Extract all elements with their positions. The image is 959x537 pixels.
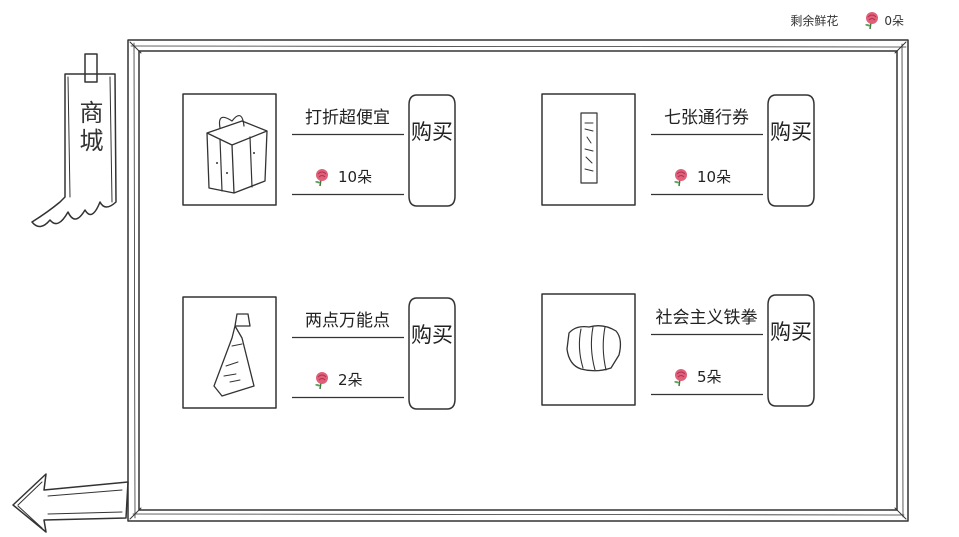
item-price: 10朵 <box>671 166 731 187</box>
rose-icon <box>674 168 687 186</box>
item-price: 10朵 <box>312 166 372 187</box>
currency-label: 剩余鲜花 <box>790 13 839 28</box>
buy-button-frame <box>767 94 815 207</box>
shop-title: 商城 <box>75 100 103 156</box>
iron-fist-icon <box>541 293 636 406</box>
rose-icon <box>674 368 687 386</box>
divider <box>292 396 404 399</box>
item-price: 5朵 <box>671 366 722 387</box>
divider <box>292 133 404 136</box>
rose-icon <box>315 168 328 186</box>
rose-icon <box>315 371 328 389</box>
buy-button-frame <box>767 294 815 407</box>
price-value: 10朵 <box>338 168 373 186</box>
buy-button[interactable]: 购买 <box>407 93 457 208</box>
item-name: 打折超便宜 <box>305 108 390 128</box>
buy-button[interactable]: 购买 <box>766 93 816 208</box>
divider <box>292 336 404 339</box>
currency-display: 剩余鲜花 0朵 <box>790 10 904 30</box>
buy-label: 购买 <box>770 120 812 144</box>
shop-item: 打折超便宜 10朵 购买 <box>182 93 472 213</box>
price-value: 2朵 <box>338 371 363 389</box>
divider <box>651 333 763 336</box>
shop-item: 两点万能点 2朵 购买 <box>182 296 472 416</box>
price-value: 10朵 <box>697 168 732 186</box>
divider <box>651 133 763 136</box>
divider <box>651 393 763 396</box>
buy-label: 购买 <box>411 120 453 144</box>
currency-amount: 0朵 <box>884 13 904 28</box>
item-name: 社会主义铁拳 <box>655 308 758 328</box>
shop-banner <box>31 53 117 228</box>
back-arrow-icon[interactable] <box>8 470 133 535</box>
divider <box>292 193 404 196</box>
item-name: 两点万能点 <box>305 311 390 331</box>
price-value: 5朵 <box>697 368 722 386</box>
buy-button[interactable]: 购买 <box>407 296 457 411</box>
buy-label: 购买 <box>770 320 812 344</box>
buy-button-frame <box>408 94 456 207</box>
divider <box>651 193 763 196</box>
shop-item: 七张通行券 10朵 购买 <box>541 93 831 213</box>
buy-label: 购买 <box>411 323 453 347</box>
shop-item: 社会主义铁拳 5朵 购买 <box>541 293 831 413</box>
pass-ticket-icon <box>541 93 636 206</box>
universal-bag-icon <box>182 296 277 409</box>
item-name: 七张通行券 <box>664 108 749 128</box>
item-price: 2朵 <box>312 369 363 390</box>
buy-button-frame <box>408 297 456 410</box>
gift-box-icon <box>182 93 277 206</box>
shop-frame <box>127 39 909 522</box>
buy-button[interactable]: 购买 <box>766 293 816 408</box>
rose-icon <box>865 12 879 30</box>
